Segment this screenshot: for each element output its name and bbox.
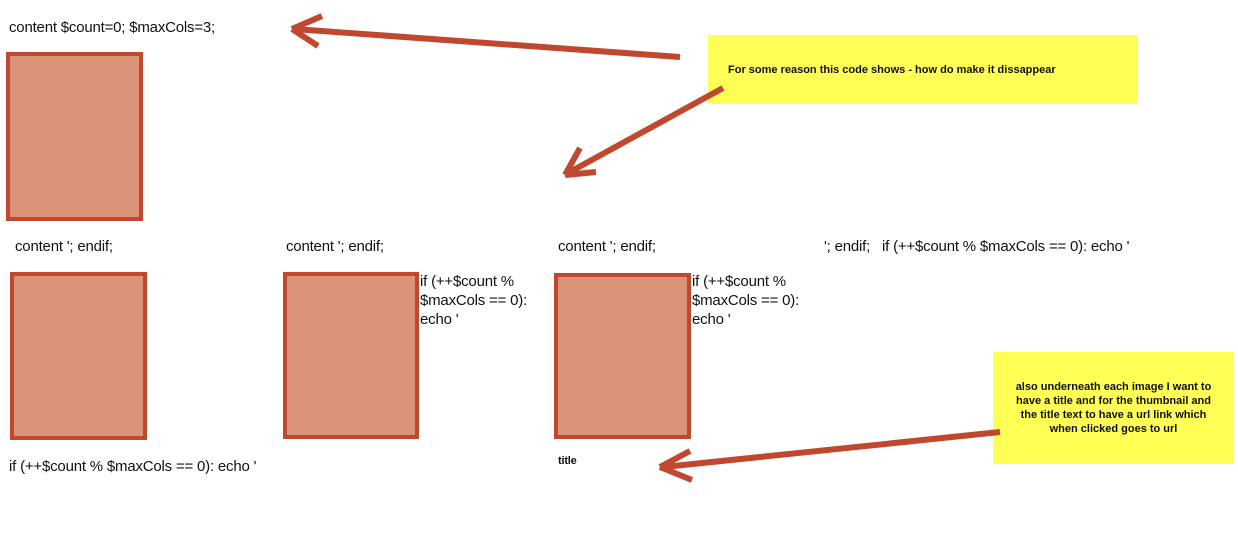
code-text-top: content $count=0; $maxCols=3; (9, 19, 216, 36)
code-text-endif-if: '; endif; if (++$count % $maxCols == 0):… (824, 238, 1130, 255)
code-text-if: $maxCols == 0): (420, 292, 528, 309)
thumbnail-title[interactable]: title (558, 455, 577, 467)
code-text-if: if (++$count % (692, 273, 786, 290)
code-text-if: $maxCols == 0): (692, 292, 800, 309)
thumbnail-4[interactable] (554, 273, 691, 439)
code-text-if: if (++$count % (420, 273, 514, 290)
thumbnail-1[interactable] (6, 52, 143, 221)
sticky-note-2: also underneath each image I want to hav… (993, 352, 1234, 464)
code-text-endif: content '; endif; (286, 238, 384, 255)
thumbnail-2[interactable] (10, 272, 147, 440)
code-text-if: echo ' (692, 311, 731, 328)
arrow-to-thumbnails (562, 85, 725, 178)
code-text-endif: content '; endif; (558, 238, 656, 255)
arrow-to-title (658, 429, 1001, 483)
code-text-if: echo ' (420, 311, 459, 328)
code-text-endif: content '; endif; (15, 238, 113, 255)
sticky-note-1: For some reason this code shows - how do… (708, 35, 1138, 104)
code-text-bottom: if (++$count % $maxCols == 0): echo ' (9, 458, 257, 475)
arrow-to-top-code (290, 13, 681, 60)
thumbnail-3[interactable] (283, 272, 419, 439)
